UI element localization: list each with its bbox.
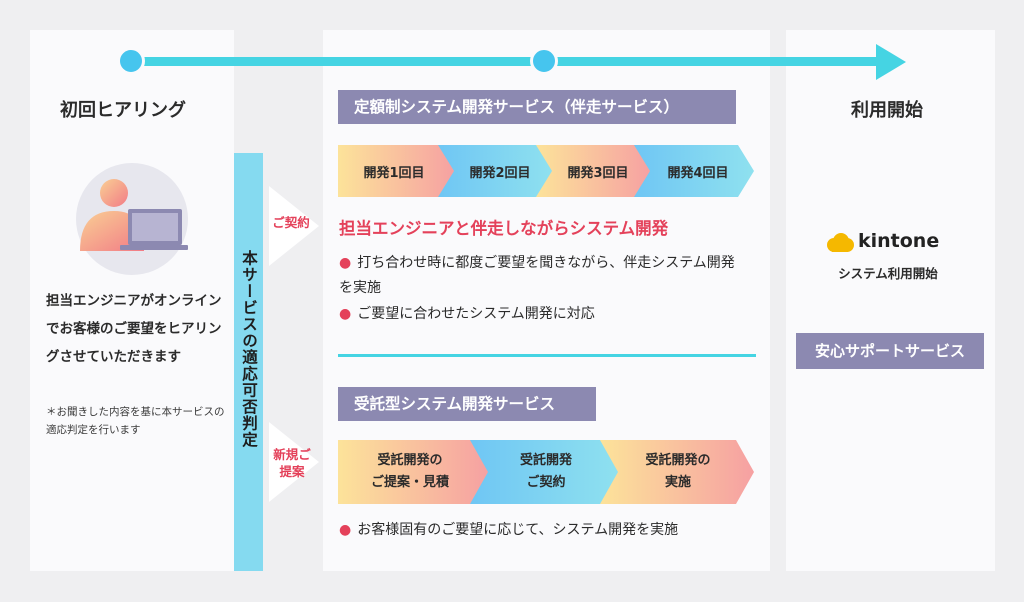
branch-arrow-contract <box>269 186 319 266</box>
subscription-bullet-2-text: ご要望に合わせたシステム開発に対応 <box>357 306 595 322</box>
subscription-step-2 <box>438 145 554 197</box>
subscription-step-label-1: 開発1回目 <box>363 165 425 181</box>
contract-dev-step-label-1: 受託開発の ご提案・見積 <box>340 440 480 504</box>
subscription-bullet-1-text: 打ち合わせ時に都度ご要望を聞きながら、伴走システム開発を実施 <box>339 255 735 296</box>
kintone-cloud-icon <box>827 233 854 252</box>
hearing-panel <box>30 30 234 571</box>
contract-dev-step-1-line2: ご提案・見積 <box>370 475 449 490</box>
bullet-dot-icon: ● <box>339 522 352 538</box>
hearing-heading: 初回ヒアリング <box>60 100 186 121</box>
branch-arrow-new-proposal <box>269 422 319 502</box>
contract-dev-steps <box>338 440 754 504</box>
subscription-steps <box>338 145 754 197</box>
contract-dev-step-2-line1: 受託開発 <box>519 453 572 468</box>
subscription-step-label-2: 開発2回目 <box>469 165 531 181</box>
support-service-box: 安心サポートサービス <box>796 333 984 369</box>
hearing-note: ＊お聞きした内容を基に本サービスの適応判定を行います <box>46 406 225 436</box>
contract-dev-step-2-line2: ご契約 <box>526 475 566 490</box>
timeline-line <box>140 57 880 66</box>
contract-dev-step-2 <box>470 440 620 504</box>
contract-dev-bullet-1-text: お客様固有のご要望に応じて、システム開発を実施 <box>357 522 679 538</box>
subscription-step-1 <box>338 145 456 197</box>
bullet-dot-icon: ● <box>339 306 352 322</box>
subscription-step-3 <box>536 145 652 197</box>
contract-dev-step-3-line2: 実施 <box>664 475 691 490</box>
start-heading: 利用開始 <box>851 100 923 121</box>
subscription-step-4 <box>634 145 754 197</box>
contract-dev-step-3 <box>600 440 754 504</box>
section-divider <box>338 354 756 357</box>
timeline-dot-service <box>530 47 558 75</box>
branch-label-new-proposal-text: 新規ご提案 <box>273 447 311 479</box>
kintone-subtitle: システム利用開始 <box>838 266 938 281</box>
judgement-bar <box>234 153 263 571</box>
contract-dev-title: 受託型システム開発サービス <box>338 387 596 421</box>
judgement-label: 本サービスの適応可否判定 <box>240 250 258 448</box>
person-with-laptop-icon <box>76 163 188 275</box>
subscription-bullet-2: ● ご要望に合わせたシステム開発に対応 <box>339 302 739 327</box>
start-panel <box>786 30 995 571</box>
contract-dev-bullet-1: ● お客様固有のご要望に応じて、システム開発を実施 <box>339 518 759 543</box>
kintone-logo-text: kintone <box>858 230 940 252</box>
timeline-dot-hearing <box>117 47 145 75</box>
branch-label-contract: ご契約 <box>272 215 310 230</box>
subscription-title: 定額制システム開発サービス（伴走サービス） <box>338 90 736 124</box>
subscription-headline: 担当エンジニアと伴走しながらシステム開発 <box>339 219 669 238</box>
contract-dev-step-1 <box>338 440 490 504</box>
contract-dev-step-label-3: 受託開発の 実施 <box>610 440 746 504</box>
contract-dev-step-3-line1: 受託開発の <box>645 453 711 468</box>
subscription-step-label-4: 開発4回目 <box>667 165 729 181</box>
timeline-arrow-icon <box>876 44 906 80</box>
subscription-bullet-1: ●打ち合わせ時に都度ご要望を聞きながら、伴走システム開発を実施 <box>339 251 739 301</box>
branch-label-new-proposal: 新規ご提案 <box>270 446 314 480</box>
contract-dev-step-1-line1: 受託開発の <box>377 453 443 468</box>
subscription-step-label-3: 開発3回目 <box>567 165 629 181</box>
contract-dev-step-label-2: 受託開発 ご契約 <box>478 440 614 504</box>
hearing-description: 担当エンジニアがオンラインでお客様のご要望をヒアリングさせていただきます <box>46 293 222 365</box>
bullet-dot-icon: ● <box>339 255 352 271</box>
